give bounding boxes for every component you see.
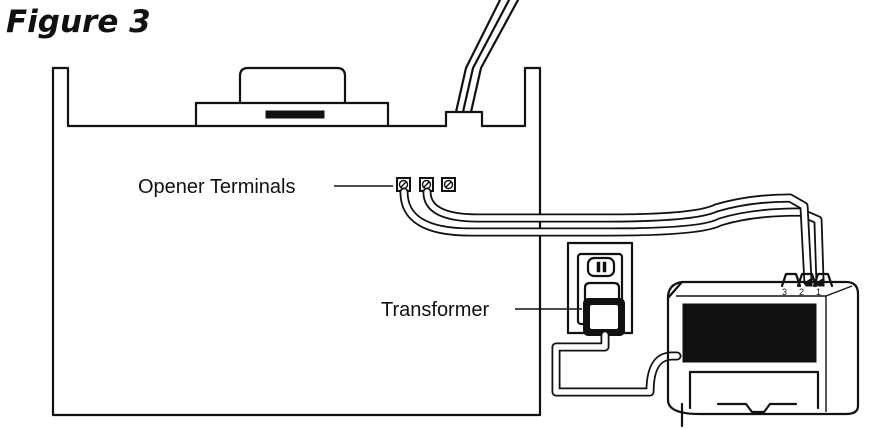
transformer-label: Transformer bbox=[381, 299, 490, 321]
terminal-screw-3 bbox=[442, 178, 455, 191]
opener-terminals-label: Opener Terminals bbox=[138, 176, 295, 198]
terminal-wire bbox=[404, 192, 820, 282]
console-terminal-2: 2 bbox=[799, 287, 804, 297]
figure-title: Figure 3 bbox=[6, 4, 151, 40]
transformer bbox=[584, 283, 624, 335]
console-terminal-3: 3 bbox=[782, 287, 787, 297]
opener-top-cable bbox=[456, 0, 518, 112]
wall-console: 3 2 1 bbox=[668, 274, 858, 414]
opener-body bbox=[53, 68, 540, 415]
transformer-cord bbox=[556, 335, 677, 392]
console-terminal-1: 1 bbox=[816, 287, 821, 297]
